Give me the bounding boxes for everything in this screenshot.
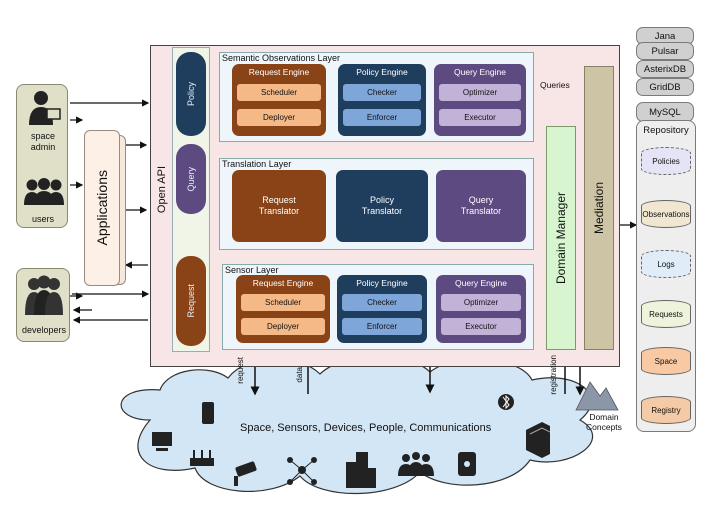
semantic-scheduler: Scheduler [237, 84, 321, 101]
mediation: Mediation [584, 66, 614, 350]
semantic-layer-title: Semantic Observations Layer [222, 53, 341, 63]
semantic-policy-engine: Policy Engine Checker Enforcer [338, 64, 426, 136]
db-griddb-label: GridDB [649, 81, 681, 93]
actor-developers: developers [16, 268, 70, 342]
sensor-request-engine-title: Request Engine [252, 278, 314, 288]
cloud-icons [152, 394, 550, 488]
users-label: users [31, 214, 54, 224]
building-icon [346, 452, 376, 488]
domain-manager-label: Domain Manager [554, 191, 568, 285]
semantic-request-engine-title: Request Engine [248, 67, 310, 77]
db-mysql: MySQL [636, 102, 694, 122]
registration-arrow-label: registration [549, 355, 558, 395]
computer-icon [152, 432, 172, 451]
mediation-label: Mediation [592, 181, 606, 235]
repo-requests: Requests [641, 300, 691, 328]
sensor-request-engine: Request Engine Scheduler Deployer [236, 275, 330, 343]
api-request: Request [176, 256, 206, 346]
open-api-title-box: Open API [152, 150, 172, 230]
repo-registry: Registry [641, 396, 691, 424]
domain-concepts-label: Domain Concepts [586, 412, 622, 432]
applications-label: Applications [94, 170, 110, 246]
server-cube-icon [526, 422, 550, 458]
data-arrow-label: data [295, 367, 304, 383]
sensor-optimizer: Optimizer [441, 294, 521, 311]
semantic-query-engine-title: Query Engine [454, 67, 506, 77]
space-admin-label: space admin [30, 131, 56, 152]
db-griddb: GridDB [636, 78, 694, 96]
api-query-label: Query [186, 166, 196, 192]
repo-space-label: Space [654, 356, 678, 366]
developers-group-icon [25, 275, 63, 315]
request-arrow-label: request [236, 357, 245, 384]
repo-requests-label: Requests [649, 309, 683, 319]
open-api-title: Open API [156, 166, 168, 214]
repo-policies-label: Policies [652, 156, 680, 166]
semantic-policy-engine-title: Policy Engine [356, 67, 408, 77]
admin-person-icon [29, 91, 61, 125]
sensor-layer-title: Sensor Layer [225, 265, 279, 275]
request-translator: Request Translator [232, 170, 326, 242]
repo-registry-label: Registry [651, 405, 681, 415]
repo-observations-label: Observations [642, 209, 690, 219]
sensor-executor: Executor [441, 318, 521, 335]
actor-space-admin: space admin users [16, 84, 68, 228]
semantic-optimizer: Optimizer [439, 84, 521, 101]
sensor-query-engine-title: Query Engine [455, 278, 507, 288]
query-translator: Query Translator [436, 170, 526, 242]
repo-space: Space [641, 347, 691, 375]
queries-label: Queries [540, 80, 570, 90]
sensor-policy-engine: Policy Engine Checker Enforcer [337, 275, 427, 343]
repo-observations: Observations [641, 200, 691, 228]
repo-logs-label: Logs [657, 259, 675, 269]
semantic-query-engine: Query Engine Optimizer Executor [434, 64, 526, 136]
sensor-policy-engine-title: Policy Engine [356, 278, 408, 288]
semantic-enforcer: Enforcer [343, 109, 421, 126]
db-asterixdb-label: AsterixDB [643, 63, 687, 75]
repo-logs: Logs [641, 250, 691, 278]
repo-policies: Policies [641, 147, 691, 175]
network-icon [287, 457, 317, 485]
sensor-enforcer: Enforcer [342, 318, 422, 335]
policy-translator: Policy Translator [336, 170, 428, 242]
semantic-request-engine: Request Engine Scheduler Deployer [232, 64, 326, 136]
people-icon [398, 452, 434, 476]
semantic-checker: Checker [343, 84, 421, 101]
sensor-scheduler: Scheduler [241, 294, 325, 311]
semantic-deployer: Deployer [237, 109, 321, 126]
api-request-label: Request [186, 284, 196, 318]
applications-box: Applications [84, 130, 120, 286]
db-jana-label: Jana [654, 30, 676, 42]
api-query: Query [176, 144, 206, 214]
db-asterixdb: AsterixDB [636, 60, 694, 78]
sensor-deployer: Deployer [241, 318, 325, 335]
camera-icon [234, 461, 257, 486]
sensor-checker: Checker [342, 294, 422, 311]
db-pulsar: Pulsar [636, 42, 694, 60]
api-policy-label: Policy [186, 81, 196, 106]
sensor-query-engine: Query Engine Optimizer Executor [436, 275, 526, 343]
db-mysql-label: MySQL [649, 106, 681, 118]
semantic-executor: Executor [439, 109, 521, 126]
db-pulsar-label: Pulsar [651, 45, 679, 57]
cloud-label: Space, Sensors, Devices, People, Communi… [240, 422, 492, 434]
domain-concepts-icon [575, 381, 619, 411]
api-policy: Policy [176, 52, 206, 136]
router-icon [190, 450, 214, 466]
phone-icon [202, 402, 214, 424]
repository-title: Repository [643, 125, 689, 136]
smart-plug-icon [458, 452, 476, 476]
developers-label: developers [21, 325, 67, 335]
users-group-icon [24, 178, 64, 205]
translation-layer-title: Translation Layer [222, 159, 292, 169]
domain-manager: Domain Manager [546, 126, 576, 350]
bluetooth-icon [498, 394, 514, 410]
